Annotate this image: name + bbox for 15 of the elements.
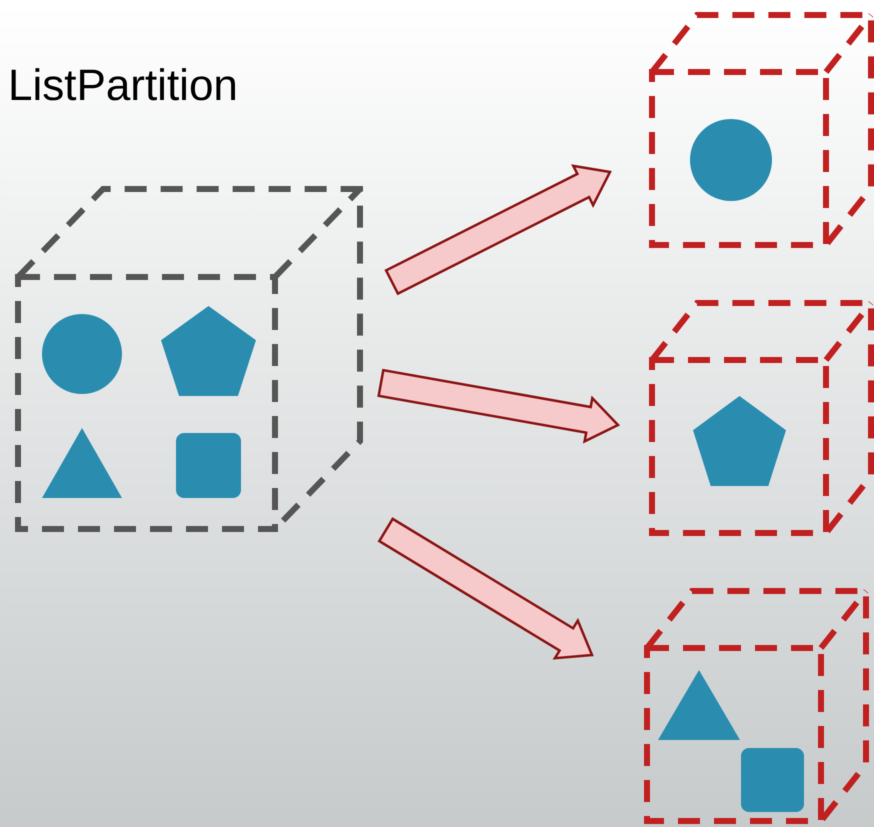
dashed-cube bbox=[649, 12, 874, 249]
circle-shape bbox=[42, 314, 122, 394]
pentagon-shape bbox=[161, 306, 256, 396]
block-arrow bbox=[378, 518, 594, 660]
dashed-cube bbox=[644, 588, 869, 825]
triangle-shape bbox=[658, 670, 740, 740]
block-arrow bbox=[377, 368, 620, 444]
circle-shape bbox=[690, 119, 772, 201]
triangle-shape bbox=[42, 428, 122, 498]
dashed-cube bbox=[649, 300, 874, 537]
rounded-square bbox=[176, 433, 241, 498]
block-arrow bbox=[384, 164, 612, 295]
pentagon-shape bbox=[693, 396, 786, 486]
rounded-square bbox=[741, 748, 804, 812]
title: ListPartition bbox=[8, 62, 238, 110]
